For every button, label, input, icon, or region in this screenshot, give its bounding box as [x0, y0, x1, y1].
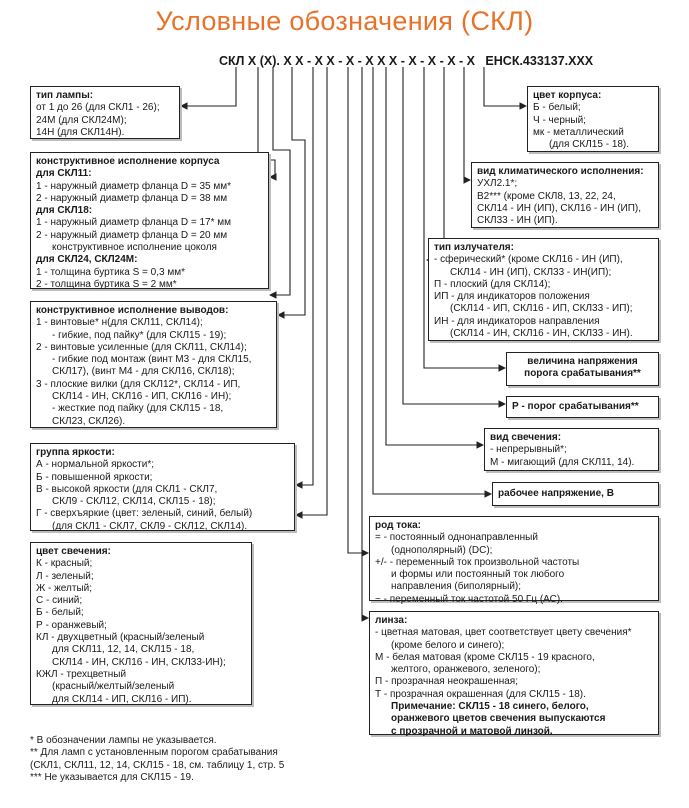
box-line: СКЛ9 - СКЛ12, СКЛ14, СКЛ15 - 18);	[52, 496, 216, 508]
box-heading: вид свечения:	[490, 432, 562, 443]
box-line: КЖЛ - трехцветный	[36, 668, 127, 680]
box-line: 2 - толщина буртика S = 2 мм*	[36, 278, 177, 290]
box-line: (для СКЛ1 - СКЛ7, СКЛ9 - СКЛ12, СКЛ14).	[52, 520, 248, 532]
box-heading: вид климатического исполнения:	[477, 166, 644, 177]
box-line: (однополярный) (DC);	[391, 544, 493, 556]
box-line: 1 - наружный диаметр фланца D = 17* мм	[36, 217, 232, 229]
box-line: Р - оранжевый;	[36, 619, 107, 631]
box-line: +/- - переменный ток произвольной частот…	[375, 556, 580, 568]
box-line: СКЛ14 - ИН, СКЛ16 - ИП, СКЛ16 - ИН);	[52, 391, 232, 403]
page-title: Условные обозначения (СКЛ)	[155, 6, 534, 36]
box-heading: цвет свечения:	[36, 546, 111, 557]
climate-box: вид климатического исполнения:УХЛ2.1*;В2…	[471, 162, 659, 228]
box-line: П - прозрачная неокрашенная;	[375, 676, 519, 688]
voltage-box: рабочее напряжение, В	[492, 482, 659, 506]
box-line: с прозрачной и матовой линзой.	[391, 725, 553, 737]
box-line: 1 - винтовые* н(для СКЛ11, СКЛ14);	[36, 317, 203, 329]
box-line: К - красный;	[36, 558, 93, 570]
box-line: Примечание: СКЛ15 - 18 синего, белого,	[391, 701, 589, 713]
box-line: (СКЛ14 - ИН, СКЛ16 - ИН, СКЛ33 - ИН).	[450, 328, 633, 340]
box-line: - сферический* (кроме СКЛ16 - ИН (ИП),	[434, 254, 623, 266]
threshold-box: Р - порог срабатывания**	[506, 396, 659, 418]
box-line: для СКЛ11, 12, 14, СКЛ15 - 18,	[52, 644, 195, 656]
leads-box: конструктивное исполнение выводов:1 - ви…	[30, 301, 277, 428]
box-heading: группа яркости:	[36, 447, 115, 458]
box-line: Б - белый;	[36, 607, 84, 619]
box-line: В - высокой яркости (для СКЛ1 - СКЛ7,	[36, 483, 218, 495]
box-line: СКЛ14 - ИН, СКЛ16 - ИН, СКЛ33-ИН);	[52, 656, 226, 668]
box-line: СКЛ14 - ИН (ИП), СКЛ33 - ИН(ИП);	[450, 266, 612, 278]
box-heading: конструктивное исполнение выводов:	[36, 305, 229, 316]
box-line: (кроме белого и синего);	[391, 639, 505, 651]
footnotes: * В обозначении лампы не указывается. **…	[30, 735, 285, 784]
box-line: А - нормальной яркости*;	[36, 459, 154, 471]
box-line: - гибкие, под пайку* (для СКЛ15 - 19);	[52, 329, 227, 341]
body-color-box: цвет корпуса:Б - белый;Ч - черный;мк - м…	[527, 86, 659, 152]
box-line: желтого, оранжевого, зеленого);	[391, 664, 541, 676]
box-line: - гибкие под монтаж (винт М3 - для СКЛ15…	[52, 354, 252, 366]
box-line: Л - зеленый;	[36, 570, 94, 582]
box-line: 3 - плоские вилки (для СКЛ12*, СКЛ14 - И…	[36, 378, 241, 390]
box-line: СКЛ23, СКЛ26).	[52, 415, 126, 427]
box-line: - жесткие под пайку (для СКЛ15 - 18,	[52, 403, 224, 415]
box-line: оранжевого цветов свечения выпускаются	[391, 713, 606, 725]
box-line: УХЛ2.1*;	[477, 178, 518, 190]
box-heading: род тока:	[375, 520, 421, 531]
lamp-type-box: тип лампы: от 1 до 26 (для СКЛ1 - 26); 2…	[30, 86, 180, 139]
glow-type-box: вид свечения:- непрерывный*;М - мигающий…	[484, 428, 659, 471]
threshold-voltage-box: величина напряжения порога срабатывания*…	[506, 352, 659, 386]
box-line: для СКЛ11:	[36, 168, 92, 180]
box-line: (для СКЛ15 - 18).	[549, 139, 630, 151]
glow-color-box: цвет свечения:К - красный;Л - зеленый;Ж …	[30, 542, 252, 705]
lens-box: линза:- цветная матовая, цвет соответств…	[369, 611, 659, 737]
box-line: Т - прозрачная окрашенная (для СКЛ15 - 1…	[375, 688, 586, 700]
box-line: М - мигающий (для СКЛ11, 14).	[490, 456, 635, 468]
box-line: Б - повышенной яркости;	[36, 471, 153, 483]
designation-code: СКЛ Х (Х). Х Х - Х Х - Х - Х Х Х - Х - Х…	[219, 54, 594, 68]
box-line: В2*** (кроме СКЛ8, 13, 22, 24,	[477, 190, 616, 202]
box-line: ~ - переменный ток частотой 50 Гц (АС).	[375, 593, 563, 605]
box-line: мк - металлический	[533, 126, 624, 138]
emitter-box: тип излучателя:- сферический* (кроме СКЛ…	[428, 238, 659, 341]
box-line: 2 - наружный диаметр фланца D = 20 мм	[36, 229, 228, 241]
box-line: конструктивное исполнение цоколя	[52, 242, 217, 254]
box-line: КЛ - двухцветный (красный/зеленый	[36, 632, 205, 644]
box-line: для СКЛ14 - ИП, СКЛ16 - ИП).	[52, 693, 192, 705]
box-line: СКЛ14 - ИН (ИП), СКЛ16 - ИН (ИП),	[477, 202, 642, 214]
box-line: Ч - черный;	[533, 114, 586, 126]
box-line: М - белая матовая (кроме СКЛ15 - 19 крас…	[375, 651, 595, 663]
box-line: для СКЛ18:	[36, 205, 93, 217]
box-line: 1 - толщина буртика S = 0,3 мм*	[36, 266, 185, 278]
box-line: ИП - для индикаторов положения	[434, 291, 590, 303]
box-line: - цветная матовая, цвет соответствует цв…	[375, 627, 632, 639]
current-box: род тока:= - постоянный однонаправленный…	[369, 516, 659, 605]
box-heading: цвет корпуса:	[533, 90, 602, 101]
box-line: 1 - наружный диаметр фланца D = 35 мм*	[36, 180, 232, 192]
box-heading: линза:	[375, 615, 408, 626]
box-line: 2 - винтовые усиленные (для СКЛ11, СКЛ14…	[36, 341, 247, 353]
brightness-box: группа яркости:А - нормальной яркости*;Б…	[30, 443, 295, 532]
box-line: = - постоянный однонаправленный	[375, 532, 538, 544]
box-line: для СКЛ24, СКЛ24М:	[36, 254, 138, 266]
box-heading: тип излучателя:	[434, 242, 514, 253]
box-line: (СКЛ14 - ИП, СКЛ16 - ИП, СКЛ33 - ИП);	[450, 303, 633, 315]
box-line: Б - белый;	[533, 102, 581, 114]
box-line: С - синий;	[36, 595, 83, 607]
box-line: направления (биполярный);	[391, 581, 522, 593]
box-line: П - плоский (для СКЛ14);	[434, 278, 551, 290]
box-line: 2 - наружный диаметр фланца D = 38 мм	[36, 192, 228, 204]
box-line: СКЛ33 - ИН (ИП).	[477, 215, 558, 227]
box-line: ИН - для индикаторов направления	[434, 315, 600, 327]
box-line: СКЛ17), (винт М4 - для СКЛ16, СКЛ18);	[52, 366, 235, 378]
box-line: - непрерывный*;	[490, 444, 567, 456]
box-line: Ж - желтый;	[36, 582, 93, 594]
box-line: (красный/желтый/зеленый	[52, 681, 175, 693]
box-heading: конструктивное исполнение корпуса	[36, 156, 220, 167]
box-line: и формы или постоянный ток любого	[391, 569, 565, 581]
box-line: Г - сверхъяркие (цвет: зеленый, синий, б…	[36, 508, 253, 520]
